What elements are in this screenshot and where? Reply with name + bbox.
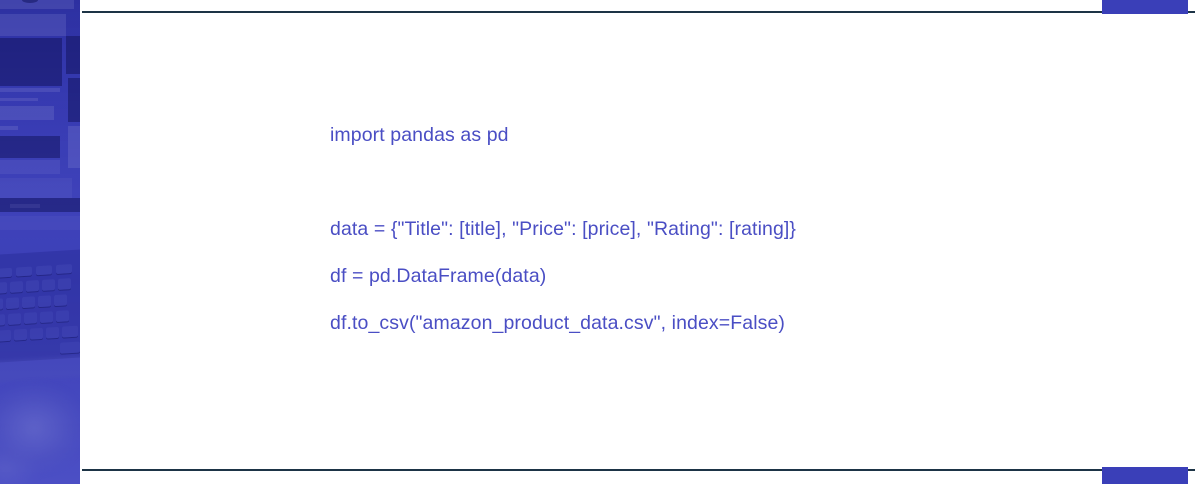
photo-laptop-screen: [0, 0, 80, 198]
code-line-dataframe: df = pd.DataFrame(data): [330, 265, 547, 287]
code-line-import: import pandas as pd: [330, 124, 509, 146]
code-line-to-csv: df.to_csv("amazon_product_data.csv", ind…: [330, 312, 786, 334]
code-snippet: import pandas as pd data = {"Title": [ti…: [330, 112, 1090, 347]
photo-screen-bar: [0, 198, 80, 212]
photo-hand: [0, 372, 80, 484]
accent-block-top-right: [1102, 0, 1188, 14]
code-line-data-dict: data = {"Title": [title], "Price": [pric…: [330, 218, 797, 240]
photo-screen-bar-label: [10, 204, 40, 208]
accent-block-bottom-right: [1102, 467, 1188, 484]
bottom-divider-rule: [82, 469, 1195, 471]
top-divider-rule: [82, 11, 1195, 13]
decorative-photo-strip: [0, 0, 80, 484]
photo-screen-bar-2: [0, 216, 80, 230]
photo-keyboard: [0, 249, 80, 363]
